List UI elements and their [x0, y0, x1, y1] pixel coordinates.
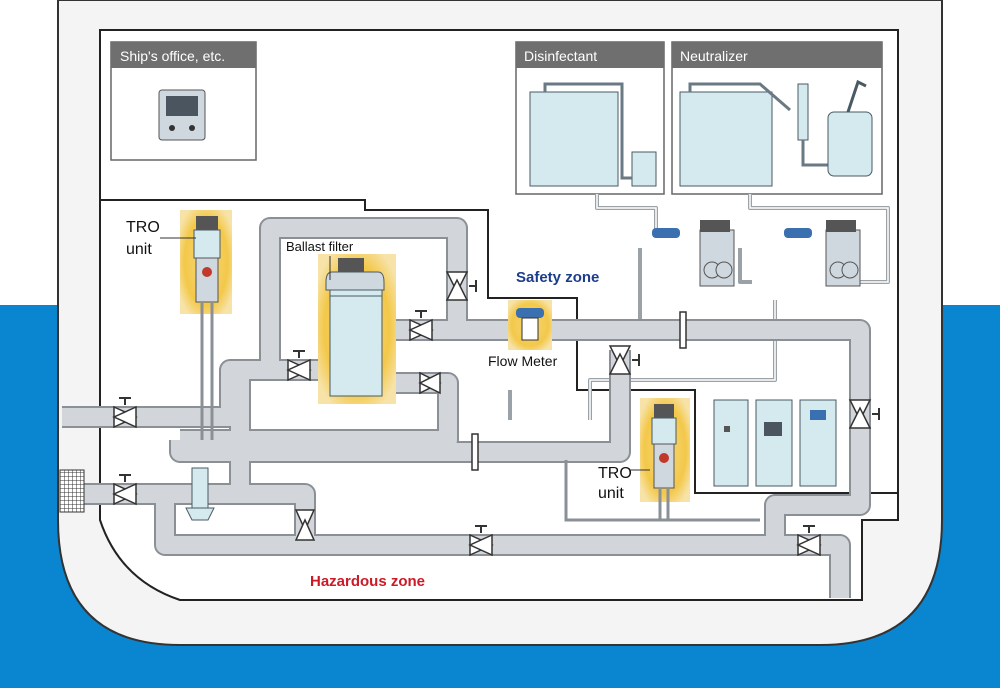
tro-unit-2-label-line1: TRO — [598, 465, 632, 482]
disinfectant-tank — [529, 91, 619, 187]
tro-unit-2-label-line2: unit — [598, 485, 624, 502]
neutralizer-tank — [679, 91, 773, 187]
flow-meter — [516, 308, 544, 341]
hazardous-zone-label: Hazardous zone — [310, 573, 425, 590]
ships-office-panel: Ship's office, etc. — [110, 41, 257, 161]
valves — [112, 271, 872, 557]
disinfectant-label: Disinfectant — [524, 48, 597, 64]
neutralizer-label: Neutralizer — [680, 48, 748, 64]
tro-unit-1-label-line1: TRO — [126, 219, 160, 236]
dosing-pump-neutralizer — [784, 220, 861, 287]
safety-zone-label: Safety zone — [516, 269, 599, 286]
tro-unit-1 — [193, 216, 221, 440]
ballast-filter — [325, 258, 385, 397]
mixing-tank — [827, 111, 873, 177]
tro-unit-1-label-line2: unit — [126, 241, 152, 258]
disinfectant-panel: Disinfectant — [515, 41, 665, 195]
tro-unit-2 — [564, 404, 760, 522]
zone-boundary — [100, 199, 898, 494]
dosing-pump-disinfectant — [652, 220, 735, 287]
ballast-filter-label: Ballast filter — [286, 239, 354, 254]
sea-chest-grid — [59, 469, 85, 513]
ships-office-label: Ship's office, etc. — [120, 48, 225, 64]
control-cabinets — [713, 399, 837, 487]
neutralizer-panel: Neutralizer — [671, 41, 883, 195]
flow-meter-label: Flow Meter — [488, 353, 558, 369]
strainer — [185, 467, 215, 521]
